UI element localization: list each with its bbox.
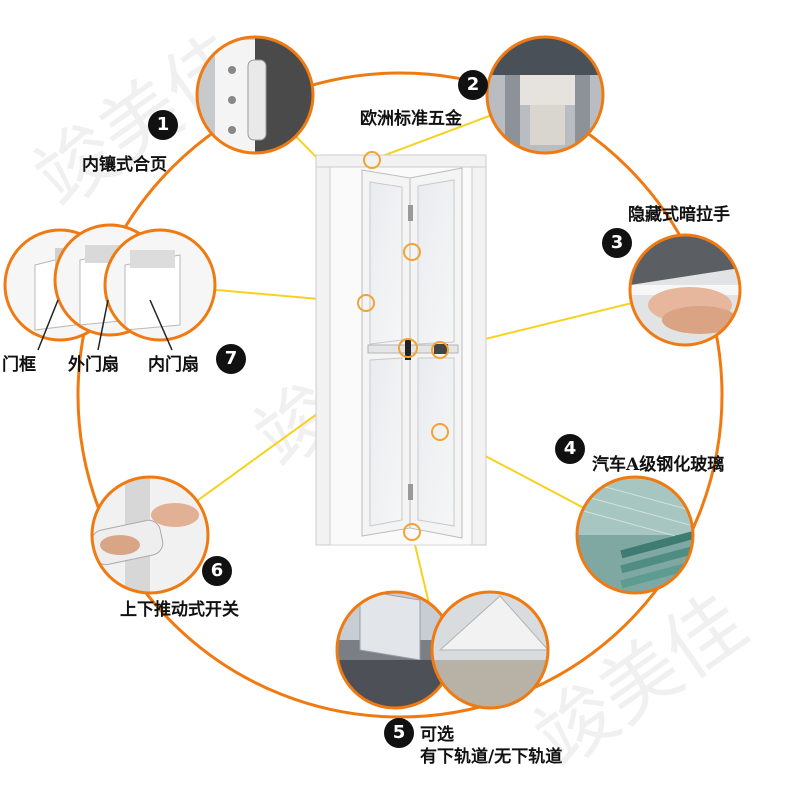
- photo-hardware: [485, 35, 605, 155]
- feature-6-badge: 6: [202, 556, 232, 586]
- photo-tempered-glass: [575, 475, 695, 595]
- photo-push-switch: [90, 475, 210, 595]
- feature-7-part-inner-leaf: 内门扇: [148, 355, 199, 375]
- feature-7-part-door-frame: 门框: [2, 355, 36, 375]
- feature-3-label: 隐藏式暗拉手: [628, 205, 730, 225]
- feature-7-part-outer-leaf: 外门扇: [68, 355, 119, 375]
- feature-4-badge: 4: [555, 434, 585, 464]
- feature-2-label: 欧洲标准五金: [360, 109, 462, 129]
- feature-1-badge: 1: [148, 110, 178, 140]
- feature-2-badge: 2: [458, 70, 488, 100]
- feature-7-badge: 7: [216, 344, 246, 374]
- feature-5-badge: 5: [384, 718, 414, 748]
- feature-4-label: 汽车A级钢化玻璃: [592, 455, 725, 475]
- folding-door: [315, 154, 487, 546]
- feature-5-label-line1: 可选: [420, 725, 454, 745]
- feature-1-label: 内镶式合页: [82, 155, 167, 175]
- photo-concealed-handle: [628, 233, 742, 347]
- door-markers: [357, 151, 449, 541]
- feature-5-label-line2: 有下轨道/无下轨道: [420, 747, 563, 767]
- feature-ring: [76, 71, 724, 719]
- photo-track-option-without: [430, 590, 550, 710]
- feature-3-badge: 3: [602, 228, 632, 258]
- photo-inner-leaf-profile: [103, 228, 217, 342]
- profile-pointers: [37, 299, 173, 351]
- feature-6-label: 上下推动式开关: [120, 600, 239, 620]
- photo-hinge: [195, 35, 315, 155]
